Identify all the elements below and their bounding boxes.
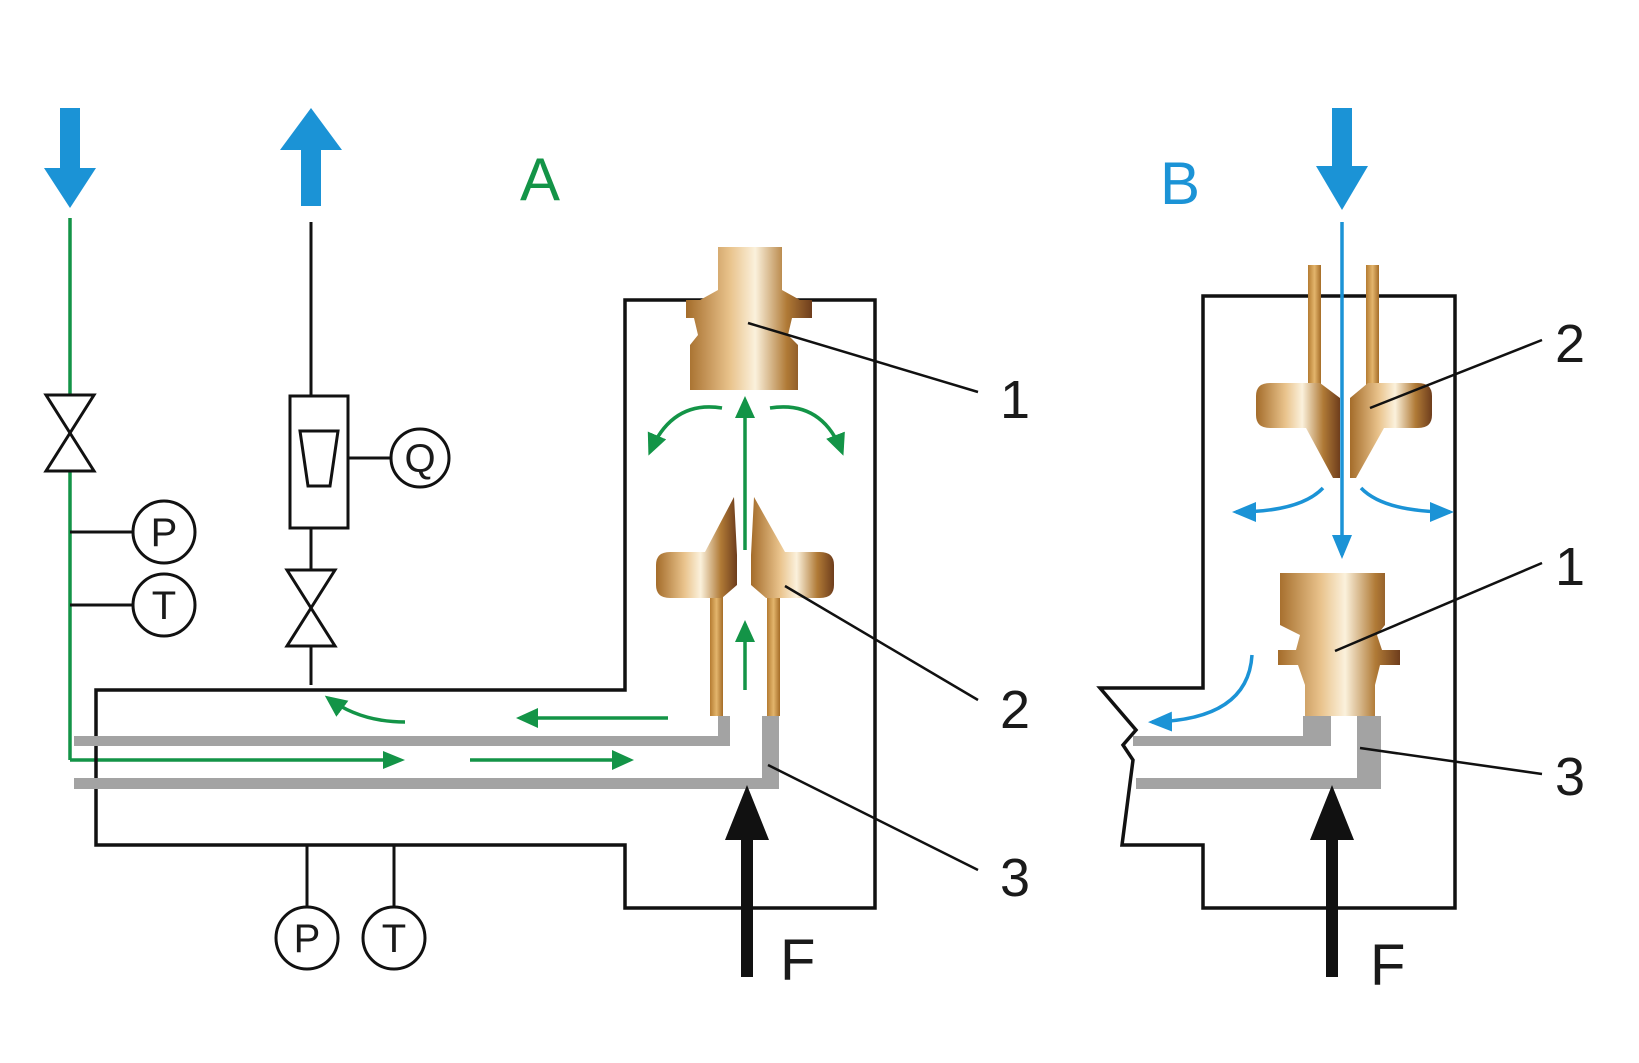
callout-a-part-3: 3 [1000,848,1030,908]
callout-b-part-1: 1 [1555,537,1585,597]
panel-a: P T Q [43,108,1030,993]
callout-b-part-3: 3 [1555,747,1585,807]
leader-lines-b [1334,338,1543,776]
leader-lines-a [747,321,979,872]
panel-b: B [1096,108,1585,998]
chamber-pressure-gauge-icon [274,905,340,971]
plug-part-1-b [1278,573,1400,716]
exhaust-outlet-arrow-icon [280,108,342,206]
supply-pressure-label: P [151,511,178,555]
exhaust-valve-icon [284,568,338,648]
flow-rate-label: Q [404,437,435,481]
supply-flow-arrowhead-icon [383,751,405,769]
supply-valve-icon [43,393,97,473]
callout-a-part-1: 1 [1000,370,1030,430]
supply-inlet-arrow-icon [44,108,96,208]
flow-meter-icon: Q [288,394,451,530]
force-label-a: F [780,928,815,993]
supply-temperature-gauge-icon [131,572,197,638]
force-label-b: F [1370,933,1405,998]
callout-a-part-2: 2 [1000,680,1030,740]
callout-b-part-2: 2 [1555,314,1585,374]
flow-arrows-a [324,396,845,770]
force-arrow-a-icon [725,785,769,977]
seal-ring-part-3 [74,716,779,789]
plug-part-1-a [686,247,812,390]
chamber-pressure-label: P [294,917,321,961]
supply-inlet-arrow-b-icon [1316,108,1368,210]
supply-line [68,218,385,762]
supply-pressure-gauge-icon [131,499,197,565]
supply-temperature-label: T [152,584,176,628]
panel-label-b: B [1160,150,1200,217]
force-arrow-b-icon [1310,785,1354,977]
panel-label-a: A [520,146,560,213]
chamber-temperature-label: T [382,917,406,961]
chamber-housing-a [94,298,877,910]
flow-rate-gauge-icon [389,427,451,489]
nozzle-part-2-a [656,497,834,716]
supply-instruments: P T [70,499,197,638]
chamber-instruments: P T [274,845,427,971]
chamber-housing-b [1096,294,1457,910]
flow-arrows-b [1148,222,1454,732]
chamber-temperature-gauge-icon [361,905,427,971]
seal-ring-part-3-b [1133,716,1381,789]
